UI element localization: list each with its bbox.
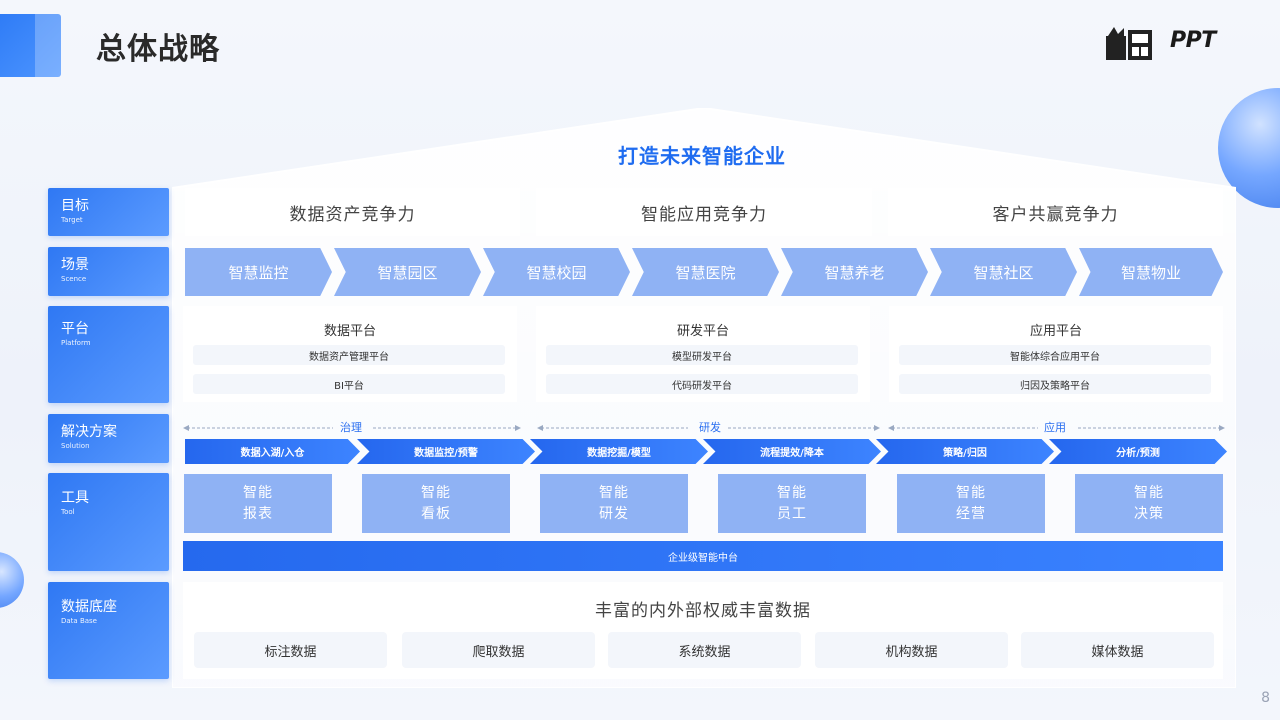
platform-item: 数据资产管理平台 (193, 345, 505, 365)
platform-card: 应用平台 智能体综合应用平台 归因及策略平台 (889, 306, 1223, 402)
scene-chevron: 智慧校园 (483, 248, 630, 296)
scene-chevron: 智慧物业 (1079, 248, 1223, 296)
solution-step: 策略/归因 (876, 439, 1054, 464)
data-source-pill: 标注数据 (194, 632, 387, 668)
row-label-zh: 工具 (61, 490, 89, 506)
logo-text: PPT (1170, 28, 1216, 53)
tool-card: 智能 经营 (897, 474, 1045, 533)
tool-card: 智能 员工 (718, 474, 866, 533)
logo-mark-icon (1106, 27, 1152, 60)
scene-chevron: 智慧社区 (930, 248, 1077, 296)
tool-line: 智能 (599, 485, 629, 501)
row-label-zh: 场景 (61, 257, 89, 273)
tool-line: 智能 (243, 485, 273, 501)
row-label-en: Scence (61, 275, 87, 283)
data-source-pill: 系统数据 (608, 632, 801, 668)
decorative-bubble-small (0, 552, 24, 608)
tool-line: 报表 (243, 506, 273, 522)
solution-step: 数据监控/预警 (357, 439, 535, 464)
target-card: 智能应用竞争力 (536, 188, 872, 236)
row-label-zh: 平台 (61, 321, 89, 337)
tool-line: 研发 (599, 506, 629, 522)
platform-title: 应用平台 (1029, 324, 1082, 339)
tool-card: 智能 研发 (540, 474, 688, 533)
row-label-zh: 目标 (61, 198, 89, 214)
row-label-database: 数据底座 Data Base (48, 582, 169, 679)
phase-label: 研发 (699, 421, 721, 434)
target-card: 数据资产竞争力 (185, 188, 520, 236)
target-card: 客户共赢竞争力 (888, 188, 1223, 236)
tool-line: 智能 (421, 485, 451, 501)
platform-title: 数据平台 (323, 324, 376, 339)
tool-line: 员工 (777, 506, 807, 522)
solution-step: 流程提效/降本 (703, 439, 881, 464)
strategy-headline: 打造未来智能企业 (618, 144, 786, 168)
data-source-pill: 媒体数据 (1021, 632, 1214, 668)
data-source-pill: 爬取数据 (402, 632, 595, 668)
tool-line: 决策 (1134, 506, 1164, 522)
row-label-tool: 工具 Tool (48, 473, 169, 571)
platform-card: 数据平台 数据资产管理平台 BI平台 (183, 306, 517, 402)
scene-chevron: 智慧医院 (632, 248, 779, 296)
page-title: 总体战略 (96, 32, 220, 67)
page-number: 8 (1261, 690, 1270, 706)
platform-item: 代码研发平台 (546, 374, 858, 394)
tool-card: 智能 决策 (1075, 474, 1223, 533)
scene-chevron: 智慧养老 (781, 248, 928, 296)
title-accent-bar (0, 14, 61, 77)
middle-platform-bar: 企业级智能中台 (183, 541, 1223, 571)
scene-chevron: 智慧园区 (334, 248, 481, 296)
tool-line: 智能 (1134, 485, 1164, 501)
brand-logo: PPT (1104, 26, 1254, 64)
platform-item: 归因及策略平台 (899, 374, 1211, 394)
row-label-en: Target (61, 216, 83, 224)
row-label-en: Platform (61, 339, 91, 347)
tool-line: 经营 (956, 506, 986, 522)
platform-item: BI平台 (193, 374, 505, 394)
tool-card: 智能 报表 (184, 474, 332, 533)
scene-chevron: 智慧监控 (185, 248, 332, 296)
solution-step: 数据挖掘/模型 (530, 439, 708, 464)
data-source-pill: 机构数据 (815, 632, 1008, 668)
row-label-solution: 解决方案 Solution (48, 414, 169, 463)
row-label-en: Tool (61, 508, 75, 516)
phase-label: 应用 (1044, 421, 1066, 434)
row-label-zh: 解决方案 (61, 424, 117, 440)
platform-item: 智能体综合应用平台 (899, 345, 1211, 365)
row-label-platform: 平台 Platform (48, 306, 169, 403)
tool-line: 智能 (956, 485, 986, 501)
phase-label: 治理 (340, 421, 362, 434)
solution-step: 分析/预测 (1049, 439, 1227, 464)
row-label-en: Solution (61, 442, 90, 450)
tool-card: 智能 看板 (362, 474, 510, 533)
row-label-scene: 场景 Scence (48, 247, 169, 296)
database-title: 丰富的内外部权威丰富数据 (595, 601, 811, 621)
platform-card: 研发平台 模型研发平台 代码研发平台 (536, 306, 870, 402)
row-label-zh: 数据底座 (61, 599, 117, 615)
phase-arrows (183, 425, 1225, 431)
row-label-target: 目标 Target (48, 188, 169, 236)
platform-item: 模型研发平台 (546, 345, 858, 365)
tool-line: 智能 (777, 485, 807, 501)
platform-title: 研发平台 (676, 324, 729, 339)
row-label-en: Data Base (61, 617, 97, 625)
tool-line: 看板 (421, 506, 451, 522)
solution-step: 数据入湖/入仓 (185, 439, 360, 464)
